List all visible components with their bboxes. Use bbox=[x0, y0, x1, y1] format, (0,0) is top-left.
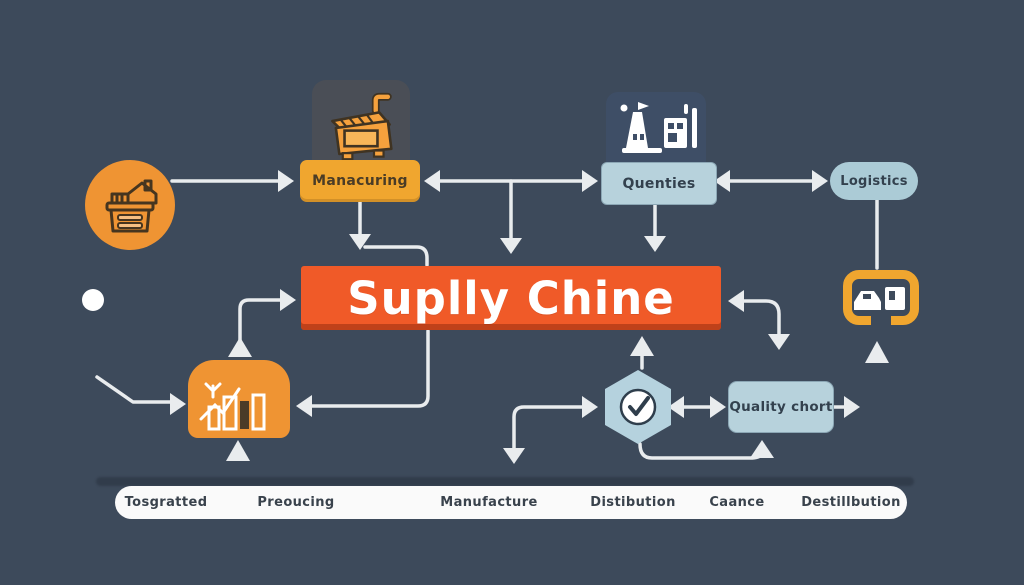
logistics-node[interactable]: Logistics bbox=[830, 162, 918, 200]
quantities-label: Quenties bbox=[622, 175, 696, 192]
quantities-icon-panel bbox=[606, 92, 706, 174]
arrow-into-manufacturing-left bbox=[278, 170, 294, 192]
logistics-label: Logistics bbox=[840, 173, 908, 189]
timeline-shadow bbox=[96, 477, 914, 486]
line-elbow-to-hexagon bbox=[512, 405, 584, 450]
arrow-chart-loop-up bbox=[228, 337, 252, 357]
arrow-into-hexagon-right bbox=[668, 396, 684, 418]
trucks-icon bbox=[854, 287, 905, 310]
bar-chart-icon bbox=[199, 382, 266, 431]
analytics-node[interactable] bbox=[188, 360, 290, 438]
timeline-item-5[interactable]: Caance bbox=[709, 495, 765, 510]
banner-title: Suplly Chine bbox=[301, 266, 721, 330]
arrow-loop-into-quality bbox=[750, 440, 774, 458]
arrow-manufacturing-into-banner bbox=[349, 234, 371, 250]
arrow-branch-into-banner bbox=[500, 238, 522, 254]
line-manufacturing-elbow bbox=[363, 245, 429, 267]
timeline-item-3[interactable]: Manufacture bbox=[440, 495, 538, 510]
line-chart-up-to-banner bbox=[238, 298, 282, 342]
supplier-node[interactable] bbox=[85, 160, 175, 250]
arrow-up-below-chart bbox=[226, 440, 250, 461]
arrow-chart-into-banner bbox=[280, 289, 296, 311]
arrow-into-quality-left bbox=[710, 396, 726, 418]
timeline-bar: Tosgratted Preoucing Manufacture Distibu… bbox=[115, 486, 907, 519]
timeline-item-2[interactable]: Preoucing bbox=[257, 495, 335, 510]
truck-frame-notch bbox=[871, 316, 891, 327]
arrow-diagonal-into-chart bbox=[170, 393, 186, 415]
timeline-item-1[interactable]: Tosgratted bbox=[124, 495, 208, 510]
line-diagonal-to-chart bbox=[95, 375, 172, 404]
factory-icon bbox=[620, 102, 697, 153]
timeline-item-4[interactable]: Distibution bbox=[590, 495, 676, 510]
arrow-banner-into-chart bbox=[296, 395, 312, 417]
arrow-into-quantities-right bbox=[714, 170, 730, 192]
quality-chart-node[interactable]: Quality chort bbox=[728, 381, 834, 433]
arrow-quantities-into-banner bbox=[644, 236, 666, 252]
arrow-quality-out-right bbox=[844, 396, 860, 418]
arrow-into-banner-right bbox=[728, 290, 744, 312]
manufacturing-label: Manacuring bbox=[312, 173, 408, 189]
arrow-up-below-truck bbox=[865, 341, 889, 363]
machine-icon bbox=[331, 92, 393, 161]
timeline-item-6[interactable]: Destillbution bbox=[801, 495, 901, 510]
arrow-banner-elbow-down bbox=[768, 334, 790, 350]
arrowheads bbox=[170, 170, 889, 464]
line-banner-down-to-chart bbox=[310, 329, 430, 408]
transport-node[interactable] bbox=[843, 270, 919, 327]
warehouse-box-icon bbox=[105, 179, 158, 233]
quality-check-node[interactable] bbox=[600, 365, 678, 450]
banner-text: Suplly Chine bbox=[347, 271, 675, 325]
arrow-into-logistics bbox=[812, 170, 828, 192]
manufacturing-node[interactable]: Manacuring bbox=[300, 160, 420, 202]
arrow-into-quantities-left bbox=[582, 170, 598, 192]
line-banner-right-elbow bbox=[742, 299, 781, 336]
arrow-hexagon-into-banner bbox=[630, 336, 654, 356]
white-dot bbox=[82, 289, 104, 311]
quality-chart-label: Quality chort bbox=[729, 399, 833, 415]
quantities-node[interactable]: Quenties bbox=[601, 162, 717, 205]
arrow-into-manufacturing-right bbox=[424, 170, 440, 192]
arrow-into-hexagon-left bbox=[582, 396, 598, 418]
arrow-elbow-down bbox=[503, 448, 525, 464]
